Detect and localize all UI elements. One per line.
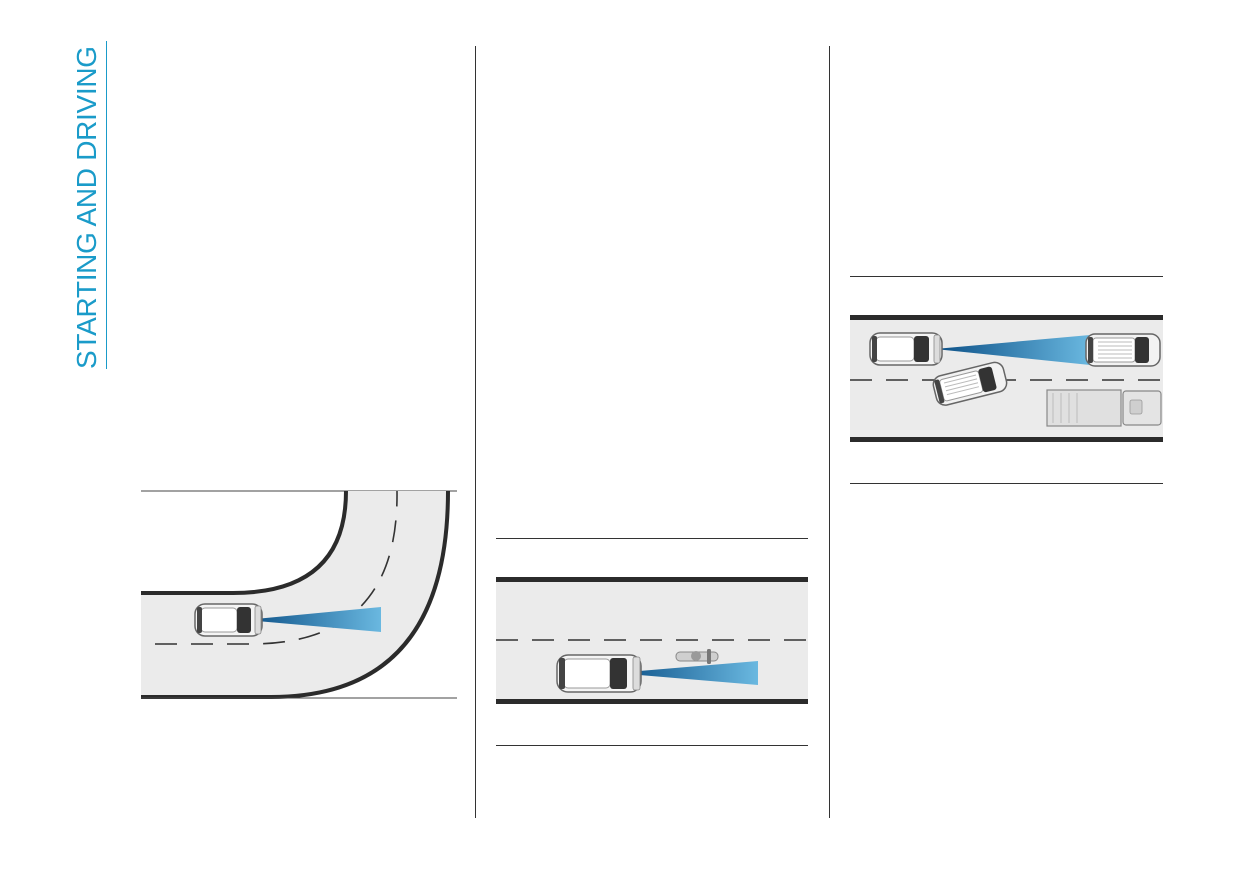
figure-top-rule <box>496 538 808 539</box>
road-bottom-edge <box>850 437 1163 442</box>
figure-traffic-illustration <box>850 315 1163 443</box>
car-sensor-motorcycle-icon <box>496 577 808 704</box>
road-surface <box>496 580 808 703</box>
road-top-edge <box>850 315 1163 320</box>
road-inner-edge <box>141 490 348 595</box>
figure-bottom-rule <box>850 483 1163 484</box>
sensor-beam <box>245 607 381 632</box>
column-divider-right <box>829 46 830 818</box>
sensor-beam <box>935 335 1090 365</box>
figure-bottom-rule <box>496 745 808 746</box>
car-icon <box>869 332 943 366</box>
figure-curve-illustration <box>141 489 457 699</box>
sensor-beam <box>616 661 758 685</box>
lane-marking <box>155 490 398 645</box>
truck-icon <box>1046 389 1162 427</box>
column-divider-left <box>475 46 476 818</box>
leading-vehicle-icon <box>1085 333 1161 367</box>
road-outer-edge <box>141 490 450 699</box>
adjacent-vehicle-icon <box>932 361 1008 406</box>
car-sensor-curve-icon <box>141 490 457 699</box>
section-title: STARTING AND DRIVING <box>71 41 107 369</box>
road-bottom-edge <box>496 699 808 704</box>
road-surface <box>141 491 448 697</box>
car-icon <box>556 654 642 693</box>
figure-motorcycle-illustration <box>496 577 808 707</box>
car-sensor-traffic-icon <box>850 315 1163 442</box>
road-top-edge <box>496 577 808 582</box>
motorcycle-icon <box>675 649 719 664</box>
figure-top-rule <box>850 276 1163 277</box>
car-icon <box>194 603 263 637</box>
